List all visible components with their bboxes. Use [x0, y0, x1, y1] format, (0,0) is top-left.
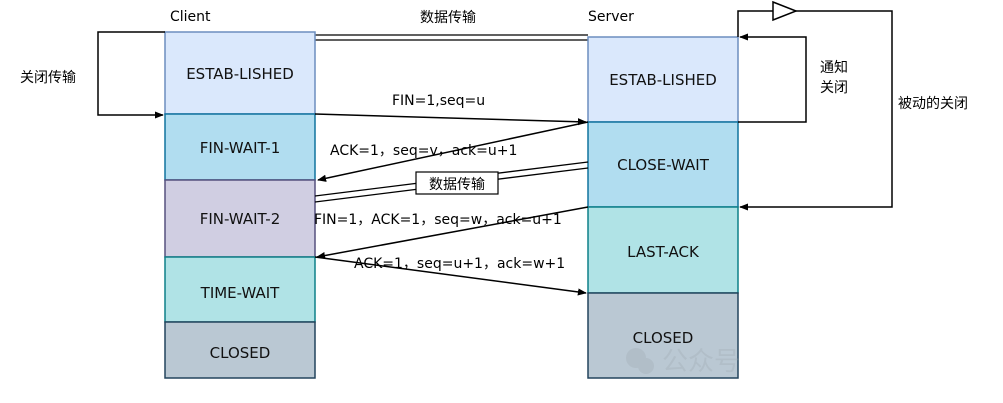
- ack2-label: ACK=1，seq=u+1，ack=w+1: [354, 256, 565, 272]
- server-state-estab-lished: ESTAB-LISHED: [587, 36, 739, 123]
- client-state-closed: CLOSED: [164, 321, 316, 379]
- svg-text:FIN-WAIT-1: FIN-WAIT-1: [200, 139, 281, 157]
- watermark: 公众号: [626, 347, 740, 377]
- passive-close-label: 被动的关闭: [898, 96, 968, 112]
- client-state-column: ESTAB-LISHED FIN-WAIT-1 FIN-WAIT-2 TIME-…: [164, 31, 316, 379]
- client-state-estab-lished: ESTAB-LISHED: [164, 31, 316, 115]
- notify-label-line2: 关闭: [820, 80, 848, 96]
- notify-close-loop-arrow: [738, 33, 807, 123]
- active-close-loop-arrow: [97, 31, 165, 119]
- server-state-close-wait: CLOSE-WAIT: [587, 121, 739, 208]
- client-header: Client: [170, 9, 211, 25]
- notify-label-line1: 通知: [820, 59, 848, 76]
- svg-text:CLOSED: CLOSED: [633, 329, 694, 347]
- client-state-fin-wait-1: FIN-WAIT-1: [164, 113, 316, 181]
- active-close-label: 关闭传输: [20, 70, 76, 86]
- svg-text:FIN-WAIT-2: FIN-WAIT-2: [200, 210, 281, 228]
- data-transfer-mid-box: 数据传输: [415, 171, 499, 195]
- fin2-arrow: [316, 206, 589, 260]
- data-transfer-mid-label: 数据传输: [429, 177, 485, 193]
- data-transfer-top-label: 数据传输: [420, 10, 476, 26]
- server-state-closed: CLOSED: [587, 292, 739, 379]
- passive-close-loop-arrow: [737, 10, 893, 211]
- svg-text:ESTAB-LISHED: ESTAB-LISHED: [609, 71, 717, 89]
- server-state-column: ESTAB-LISHED CLOSE-WAIT LAST-ACK CLOSED: [587, 36, 739, 379]
- svg-text:CLOSED: CLOSED: [210, 344, 271, 362]
- server-header: Server: [588, 9, 634, 25]
- svg-text:TIME-WAIT: TIME-WAIT: [200, 284, 281, 302]
- ack1-arrow: [317, 121, 589, 182]
- ack2-arrow: [314, 256, 587, 296]
- server-state-last-ack: LAST-ACK: [587, 206, 739, 294]
- svg-text:公众号: 公众号: [662, 347, 740, 377]
- client-state-fin-wait-2: FIN-WAIT-2: [164, 179, 316, 258]
- ack1-label: ACK=1，seq=v，ack=u+1: [330, 143, 517, 159]
- svg-text:ESTAB-LISHED: ESTAB-LISHED: [186, 65, 294, 83]
- client-state-time-wait: TIME-WAIT: [164, 256, 316, 323]
- svg-text:CLOSE-WAIT: CLOSE-WAIT: [617, 156, 710, 174]
- fin1-arrow: [314, 113, 587, 126]
- fin1-label: FIN=1,seq=u: [392, 93, 485, 109]
- direction-triangle-icon: [772, 0, 799, 22]
- fin2-label: FIN=1，ACK=1，seq=w，ack=u+1: [314, 212, 562, 228]
- svg-text:LAST-ACK: LAST-ACK: [627, 243, 700, 261]
